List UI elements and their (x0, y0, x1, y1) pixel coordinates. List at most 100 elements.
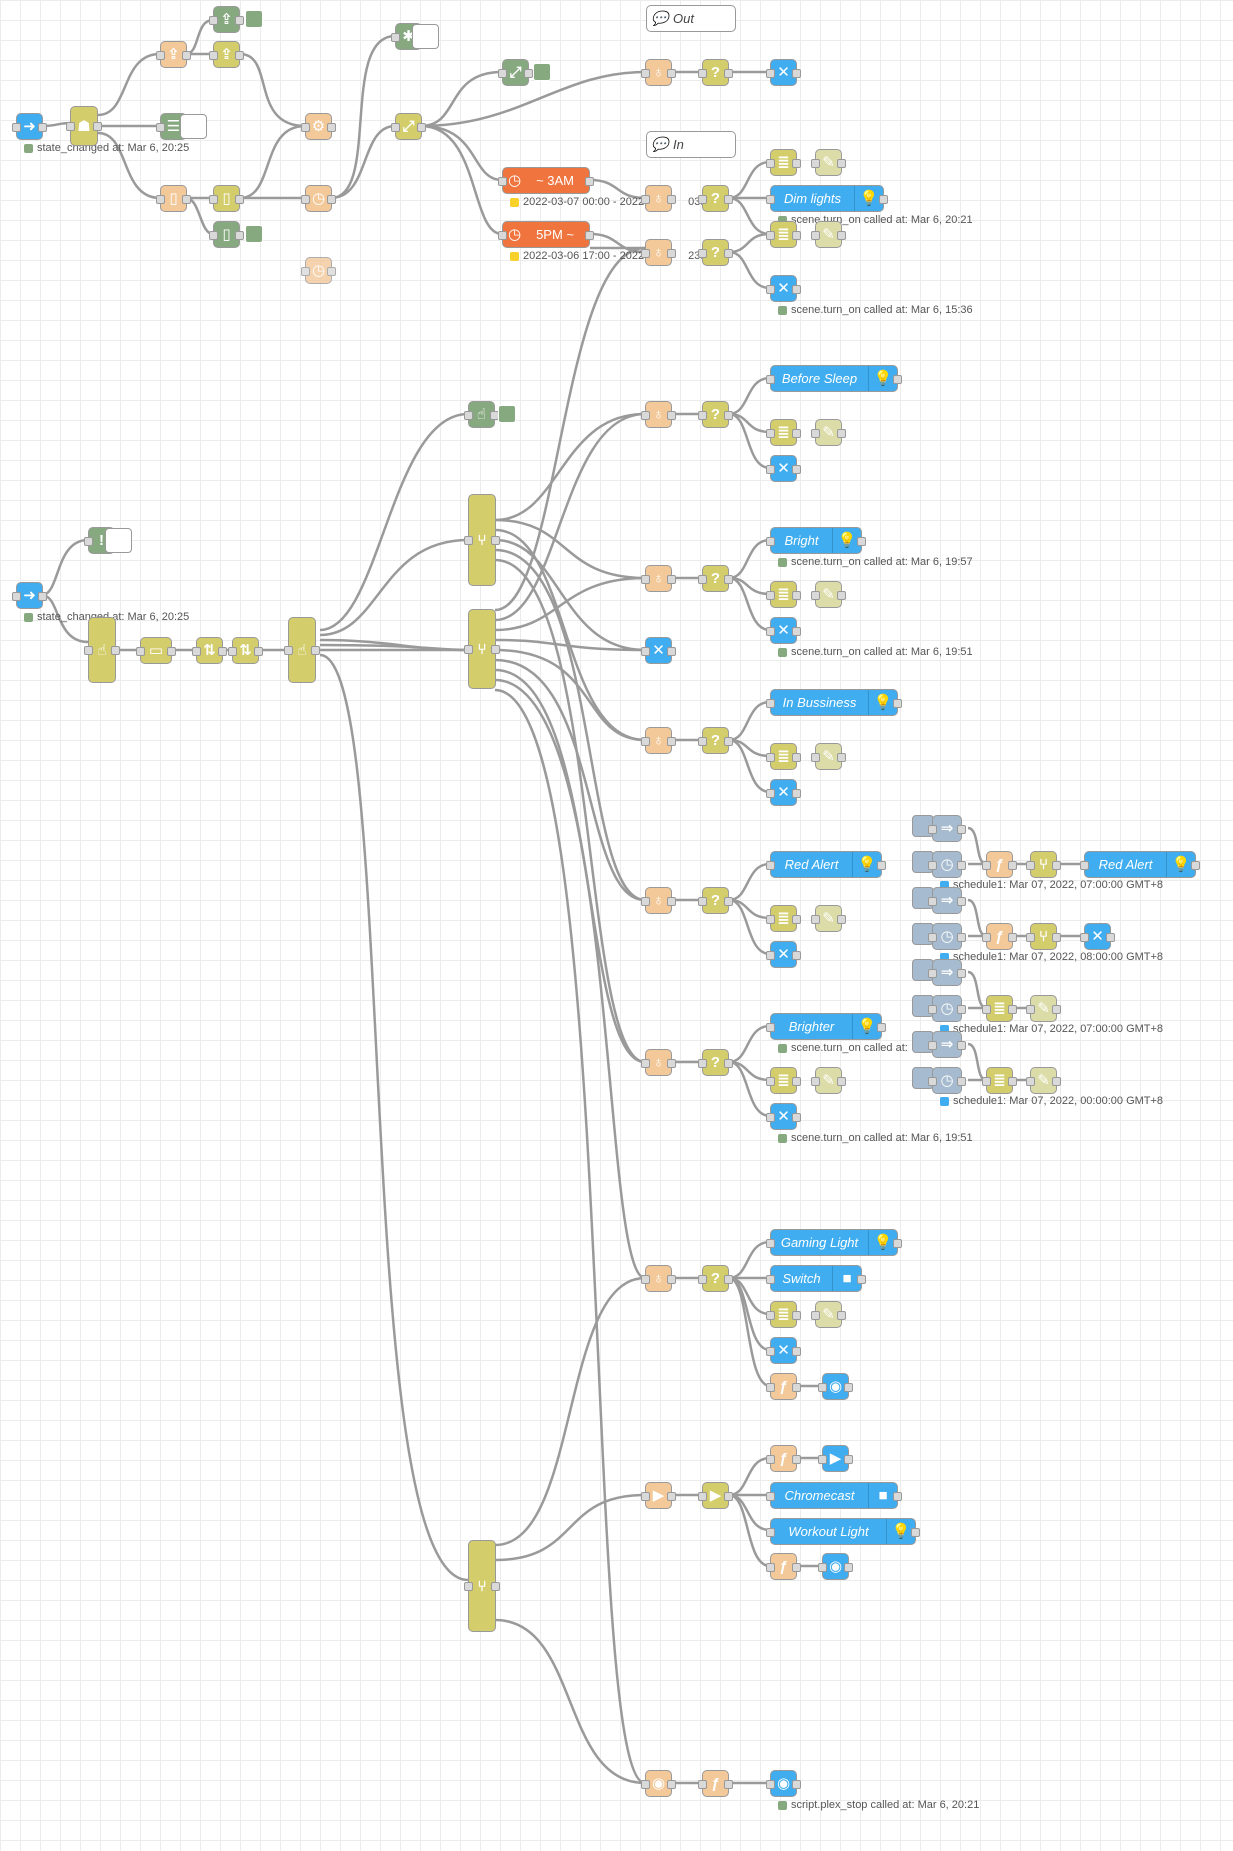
input-port[interactable] (464, 410, 473, 420)
input-port[interactable] (1026, 932, 1035, 942)
input-port[interactable] (766, 914, 775, 924)
input-port[interactable] (156, 50, 165, 60)
play-fn-node[interactable]: ▶ (641, 1482, 676, 1509)
input-port[interactable] (928, 860, 937, 870)
input-port[interactable] (641, 1058, 650, 1068)
debug-toggle-4[interactable] (412, 24, 439, 49)
output-port[interactable] (1008, 1004, 1017, 1014)
input-port[interactable] (766, 590, 775, 600)
input-port[interactable] (464, 536, 473, 545)
input-port[interactable] (464, 1582, 473, 1591)
output-port[interactable] (491, 536, 500, 545)
input-port[interactable] (698, 1058, 707, 1068)
output-port[interactable] (667, 194, 676, 204)
scene-bright[interactable]: Bright 💡 (766, 527, 866, 554)
input-port[interactable] (766, 1346, 775, 1356)
scene-fn-before-sleep[interactable]: ♁ (641, 401, 676, 428)
output-port[interactable] (844, 1382, 853, 1392)
output-port[interactable] (667, 1779, 676, 1789)
input-port[interactable] (641, 736, 650, 746)
input-port[interactable] (766, 1022, 775, 1032)
output-port[interactable] (1052, 860, 1061, 870)
output-port[interactable] (585, 230, 594, 240)
output-port[interactable] (667, 646, 676, 656)
plex-stop-node[interactable]: ◉ (766, 1770, 801, 1797)
output-port[interactable] (857, 1274, 866, 1284)
output-port[interactable] (792, 158, 801, 168)
input-port[interactable] (391, 32, 400, 42)
input-port[interactable] (698, 574, 707, 584)
output-port[interactable] (837, 752, 846, 762)
debug-node-3[interactable]: ▯ (209, 221, 244, 248)
scene-fn-in-1[interactable]: ♁ (641, 185, 676, 212)
timer-5pm[interactable]: ◷ 5PM ~ (498, 221, 594, 248)
input-port[interactable] (192, 646, 201, 656)
camera-switch[interactable]: Switch ■ (766, 1265, 866, 1292)
output-port[interactable] (877, 860, 886, 870)
schedule-node-1[interactable]: ◷ (928, 851, 966, 878)
output-port[interactable] (792, 752, 801, 762)
output-port[interactable] (724, 1491, 733, 1501)
input-port[interactable] (811, 158, 820, 168)
split-node-2[interactable]: ⑂ (464, 609, 500, 689)
output-port[interactable] (667, 1491, 676, 1501)
output-port[interactable] (724, 1058, 733, 1068)
resize-node[interactable]: ⤢ (391, 113, 426, 140)
output-port[interactable] (724, 1779, 733, 1789)
input-port[interactable] (766, 374, 775, 384)
input-port[interactable] (766, 1310, 775, 1320)
timer-3am[interactable]: ◷ ~ 3AM (498, 167, 594, 194)
close-in[interactable]: ✕ (766, 275, 801, 302)
output-port[interactable] (957, 932, 966, 942)
output-port[interactable] (792, 788, 801, 798)
input-port[interactable] (498, 68, 507, 78)
output-port[interactable] (667, 68, 676, 78)
comment-out[interactable]: 💬Out (646, 5, 736, 32)
input-port[interactable] (1080, 860, 1089, 870)
input-port[interactable] (811, 1076, 820, 1086)
close-gaming[interactable]: ✕ (766, 1337, 801, 1364)
input-port[interactable] (301, 266, 310, 276)
input-port[interactable] (698, 194, 707, 204)
output-port[interactable] (724, 736, 733, 746)
switch-brighter[interactable]: ? (698, 1049, 733, 1076)
scene-fn-out[interactable]: ♁ (641, 59, 676, 86)
input-port[interactable] (1026, 860, 1035, 870)
input-port[interactable] (766, 626, 775, 636)
input-port[interactable] (156, 194, 165, 204)
input-port[interactable] (811, 1310, 820, 1320)
input-port[interactable] (12, 591, 21, 601)
input-port[interactable] (1026, 1076, 1035, 1086)
inject-node-2[interactable]: ⇒ (928, 887, 966, 914)
trigger-node-1[interactable]: ◷ (301, 185, 336, 212)
function-gaming[interactable]: ƒ (766, 1373, 801, 1400)
output-port[interactable] (667, 574, 676, 584)
input-port[interactable] (928, 896, 937, 906)
input-port[interactable] (766, 230, 775, 240)
input-port[interactable] (209, 50, 218, 60)
input-port[interactable] (641, 574, 650, 584)
output-port[interactable] (957, 1076, 966, 1086)
close-bright[interactable]: ✕ (766, 617, 801, 644)
output-port[interactable] (667, 736, 676, 746)
output-port[interactable] (792, 68, 801, 78)
output-port[interactable] (235, 194, 244, 204)
input-port[interactable] (464, 645, 473, 654)
output-port[interactable] (724, 194, 733, 204)
output-port[interactable] (667, 248, 676, 258)
change-in-bussiness[interactable]: ✎ (811, 743, 846, 770)
input-port[interactable] (766, 1112, 775, 1122)
output-port[interactable] (585, 176, 594, 186)
input-port[interactable] (698, 1274, 707, 1284)
output-port[interactable] (792, 1112, 801, 1122)
input-port[interactable] (641, 646, 650, 656)
output-port[interactable] (837, 230, 846, 240)
input-port[interactable] (641, 194, 650, 204)
input-port[interactable] (641, 1779, 650, 1789)
scene-in-bussiness[interactable]: In Bussiness 💡 (766, 689, 902, 716)
current-state-node[interactable]: ☗ (66, 106, 102, 146)
output-port[interactable] (792, 914, 801, 924)
input-port[interactable] (766, 1779, 775, 1789)
output-port[interactable] (724, 896, 733, 906)
switch-out[interactable]: ? (698, 59, 733, 86)
